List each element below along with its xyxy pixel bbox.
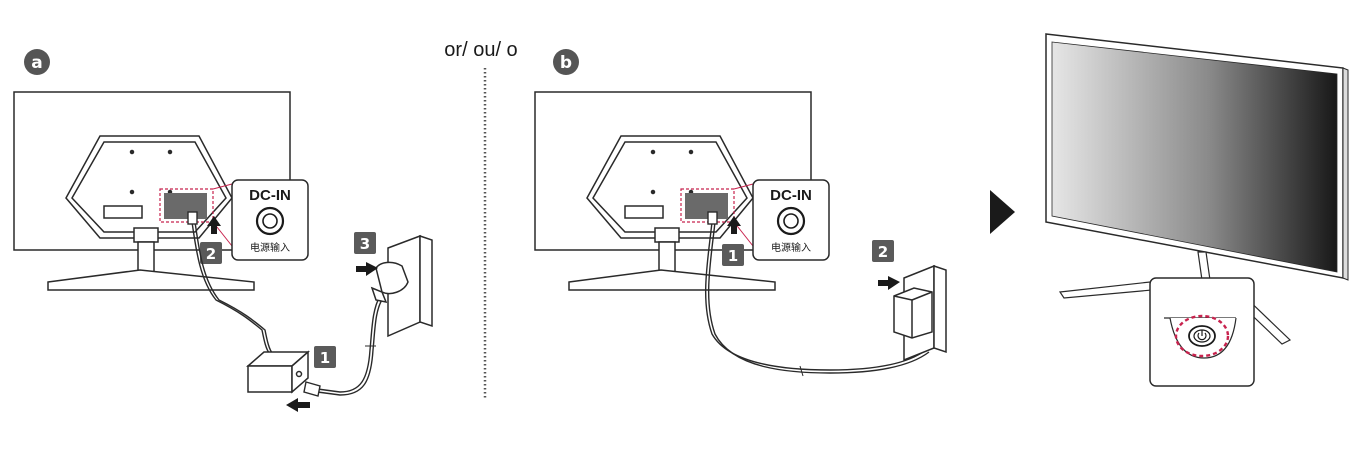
arrow-right-small-icon: [878, 276, 900, 290]
panel-a: a DC-IN 电源输入: [13, 49, 433, 412]
dc-port-highlight-a: [159, 188, 214, 223]
panel-a-badge-label: a: [31, 53, 42, 73]
panel-b: b DC-IN 电源输入: [534, 49, 947, 377]
step-badge-3-a: 3: [354, 232, 376, 254]
monitor-back-a: [13, 91, 291, 291]
step-label-a-1: 2: [206, 245, 216, 263]
arrow-up-icon: [207, 216, 221, 234]
step-badge-1-b: 1: [722, 244, 744, 266]
step-badge-2-b: 2: [872, 240, 894, 262]
arrow-left-icon: [286, 398, 310, 412]
dc-port-area-b: [685, 193, 728, 219]
separator-label: or/ ou/ o: [444, 39, 517, 61]
wall-adapter-b: [893, 264, 947, 362]
dc-in-callout-b: DC-IN 电源输入: [752, 179, 830, 261]
panel-a-badge: a: [24, 49, 50, 75]
panel-b-badge-label: b: [560, 53, 572, 73]
power-button-icon: [1188, 325, 1216, 347]
arrow-right-small-icon: [356, 262, 378, 276]
arrow-up-icon: [727, 216, 741, 234]
power-adapter-a: [246, 350, 310, 394]
step-label-b-2: 2: [878, 243, 888, 261]
separator: or/ ou/ o: [444, 39, 518, 398]
port-subtitle-b: 电源输入: [771, 241, 811, 254]
port-title-b: DC-IN: [770, 187, 812, 204]
step-badge-1-a: 1: [314, 346, 336, 368]
dc-cable-a: [187, 211, 274, 355]
port-title-a: DC-IN: [249, 187, 291, 204]
power-button-highlight: [1174, 314, 1230, 358]
power-button-callout: [1149, 277, 1255, 387]
port-subtitle-a: 电源输入: [250, 241, 290, 254]
dc-port-icon: [255, 206, 285, 236]
step-label-b-1: 1: [728, 247, 738, 265]
dc-port-area-a: [164, 193, 207, 219]
step-label-a-3: 1: [320, 349, 330, 367]
dc-in-callout-a: DC-IN 电源输入: [231, 179, 309, 261]
monitor-front: [1045, 33, 1349, 387]
dc-port-icon: [776, 206, 806, 236]
panel-b-badge: b: [553, 49, 579, 75]
dc-cable-b: [704, 211, 930, 377]
wall-outlet-a: [370, 234, 433, 338]
step-badge-2-a: 2: [200, 242, 222, 264]
ac-cord-a: [303, 295, 384, 397]
arrow-right-icon: [990, 190, 1015, 234]
step-label-a-2: 3: [360, 235, 370, 253]
